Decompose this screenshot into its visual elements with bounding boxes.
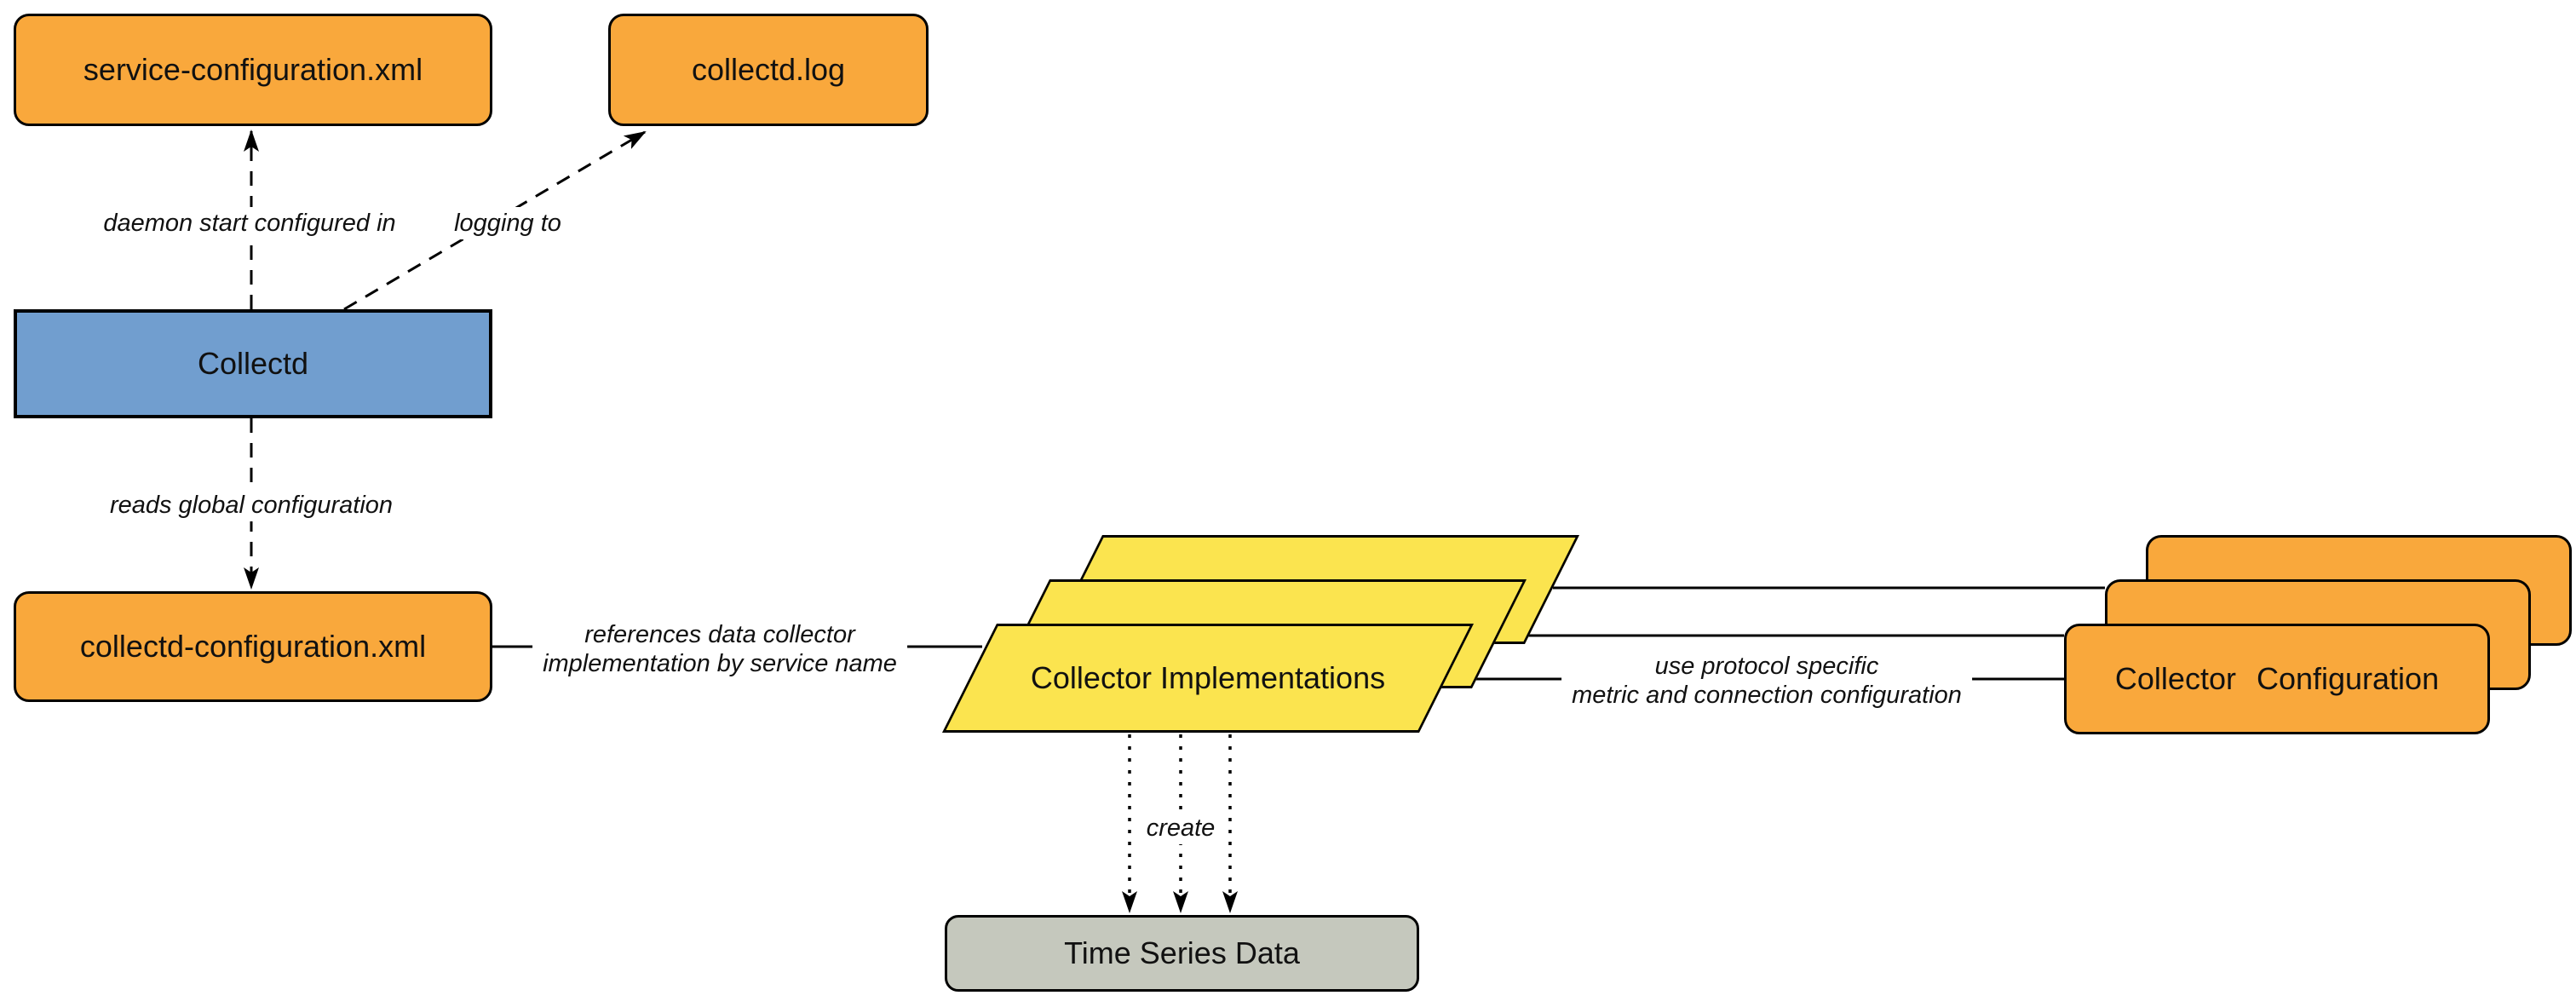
edge-label-daemon-start-configured-in: daemon start configured in [93,207,406,239]
node-time-series-data: Time Series Data [945,915,1419,992]
node-collectd: Collectd [14,309,492,418]
node-time-series-data-label: Time Series Data [1064,935,1300,970]
node-collectd-label: Collectd [197,346,309,381]
edge-label-use-protocol-specific: use protocol specific metric and connect… [1561,650,1972,711]
node-service-configuration-xml-label: service-configuration.xml [83,52,423,87]
edge-label-reads-global-configuration: reads global configuration [99,489,404,521]
node-collector-configuration: Collector Configuration [2064,624,2490,734]
edge-label-references-data-collector: references data collector implementation… [532,619,907,680]
edge-label-logging-to: logging to [444,207,572,239]
node-collectd-log-label: collectd.log [691,52,846,87]
edge-label-create: create [1136,812,1226,844]
node-collectd-configuration-xml: collectd-configuration.xml [14,591,492,702]
node-collectd-log: collectd.log [608,14,929,126]
node-service-configuration-xml: service-configuration.xml [14,14,492,126]
node-collector-configuration-label: Collector Configuration [2114,661,2440,696]
node-collector-implementations-label: Collector Implementations [1030,660,1386,695]
node-collectd-configuration-xml-label: collectd-configuration.xml [79,629,427,664]
